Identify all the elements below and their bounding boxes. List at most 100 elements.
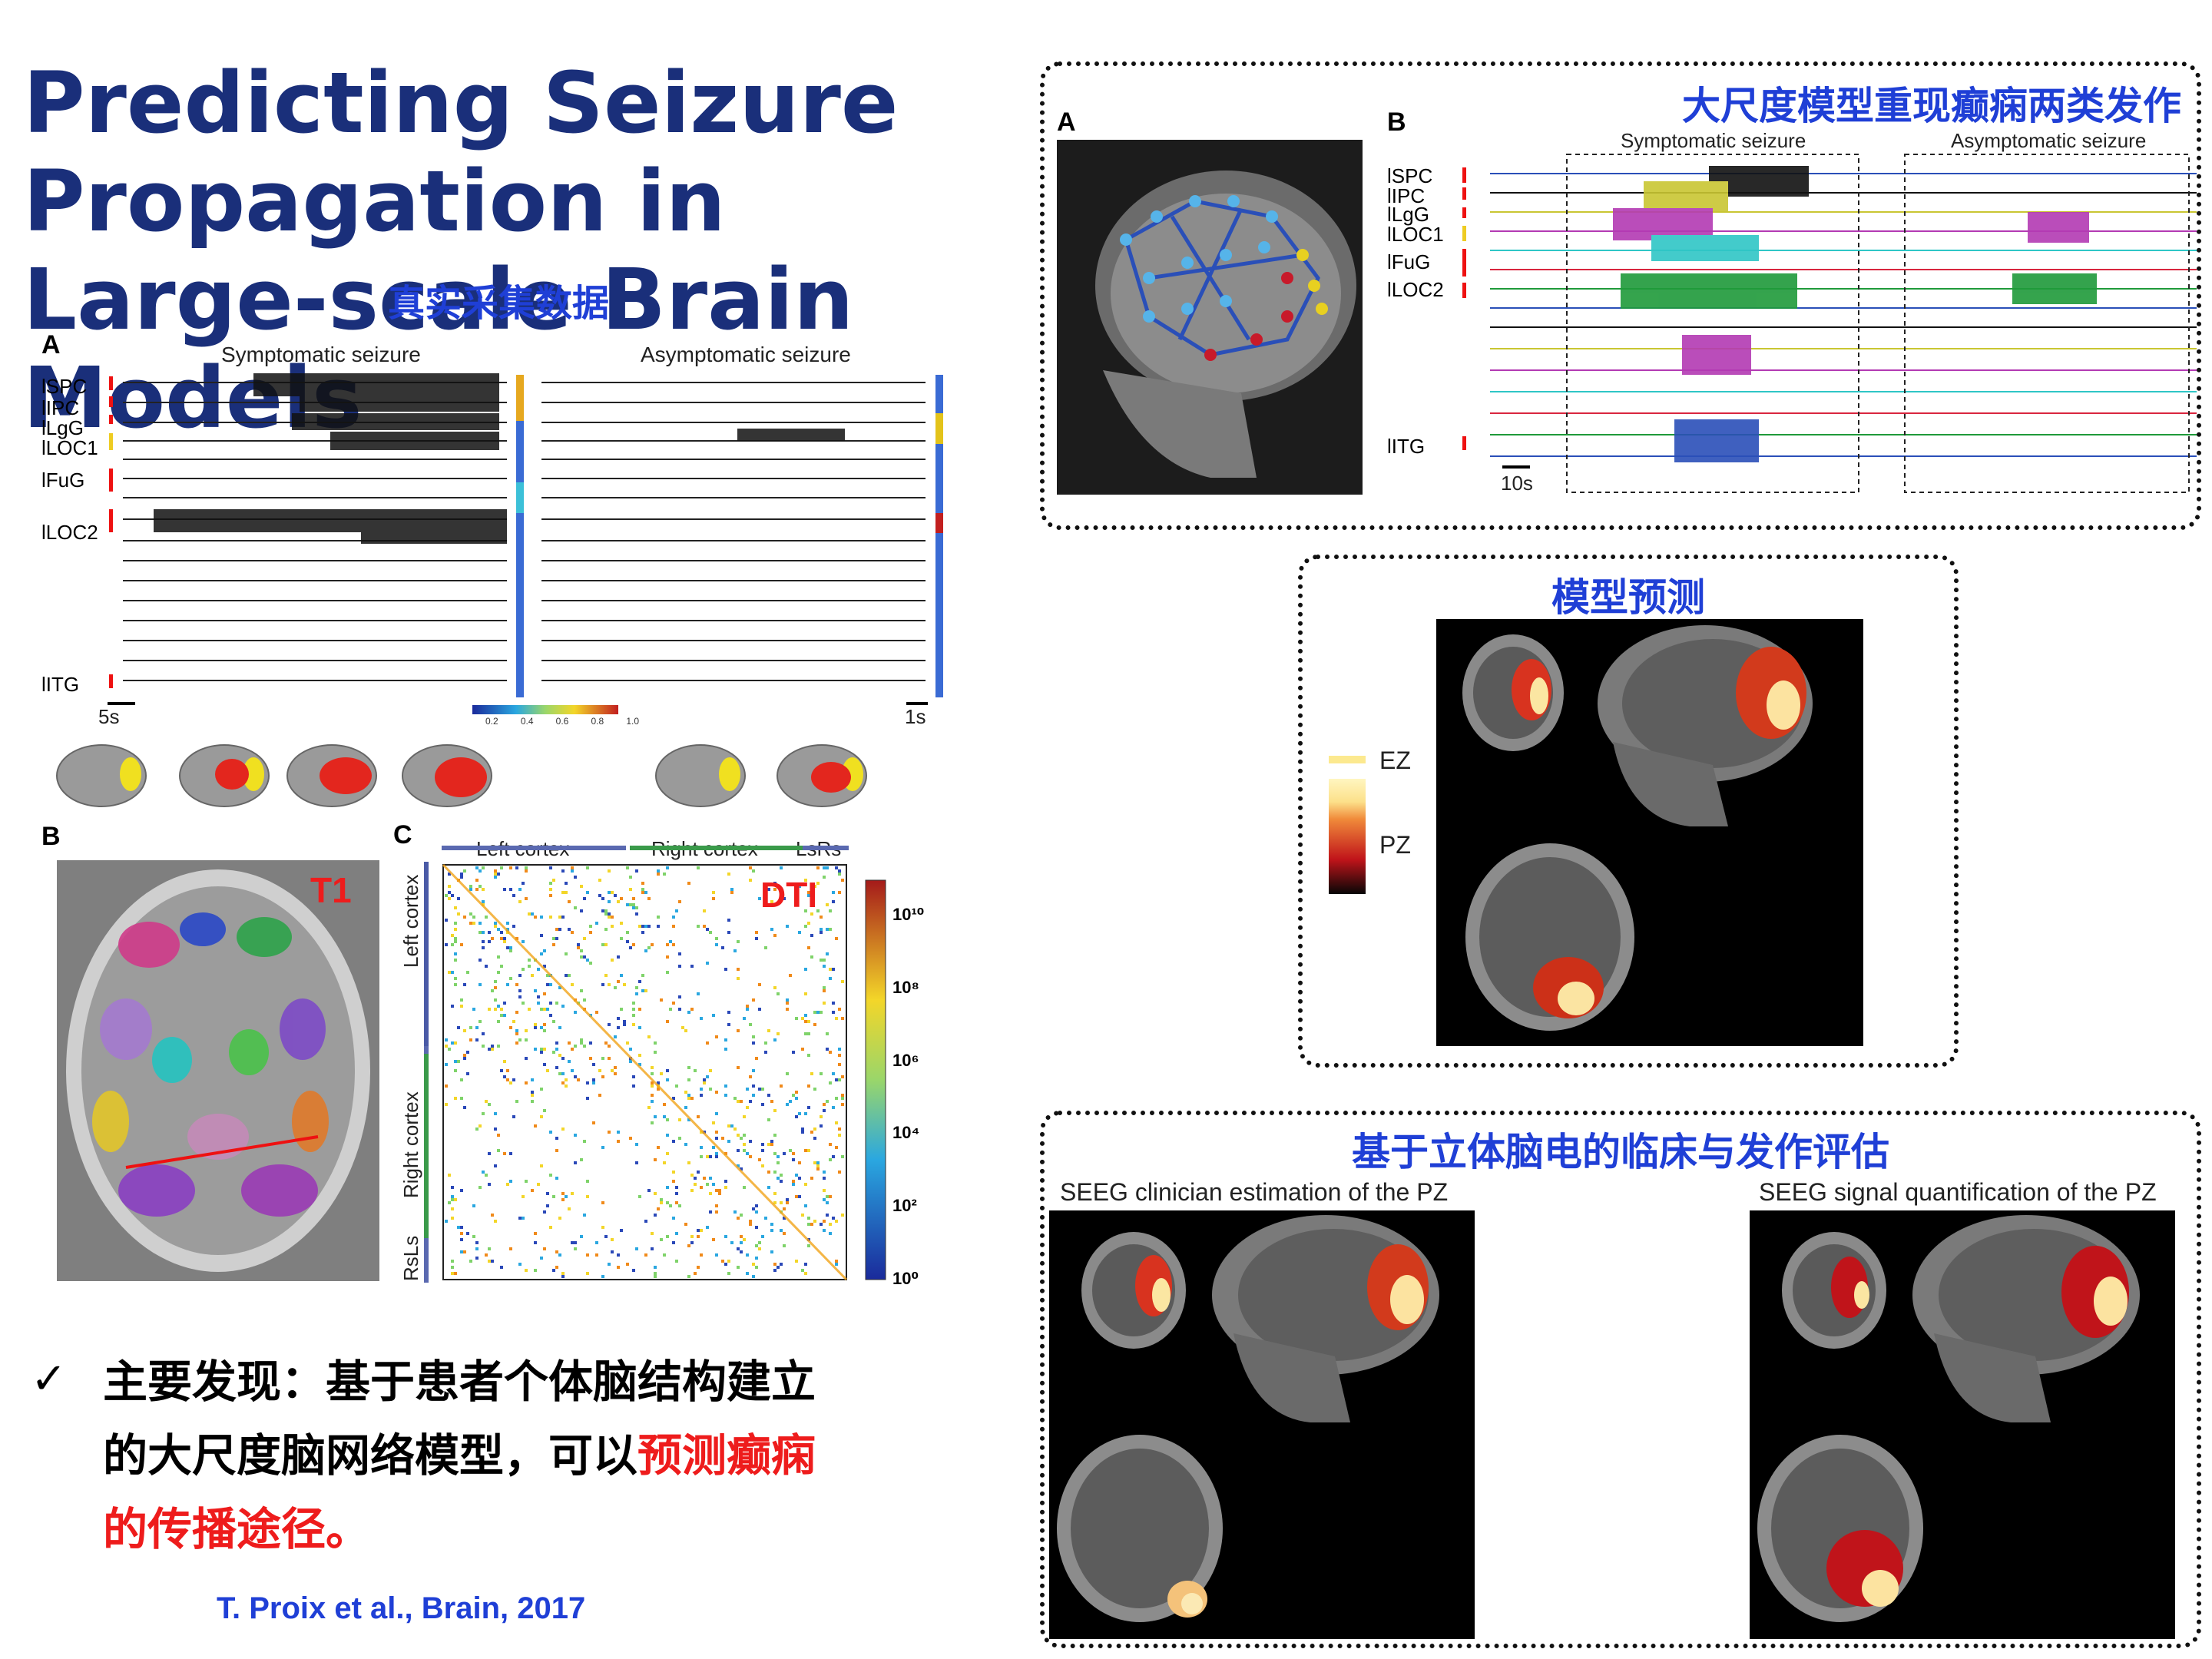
matrix-cell [463, 983, 466, 986]
matrix-cell [586, 1195, 589, 1198]
matrix-cell [681, 1026, 684, 1029]
matrix-cell [838, 891, 841, 894]
matrix-cell [764, 1051, 767, 1054]
matrix-cell [743, 1134, 746, 1137]
matrix-cell [491, 1048, 494, 1051]
matrix-cell [463, 1054, 466, 1057]
matrix-cell [721, 1260, 724, 1263]
matrix-cell [478, 959, 482, 962]
matrix-cell [694, 1069, 697, 1072]
matrix-cell [675, 1084, 678, 1088]
matrix-cell [528, 912, 531, 916]
matrix-cell [460, 1189, 463, 1192]
matrix-cell [528, 959, 531, 962]
matrix-cell [832, 1072, 835, 1075]
matrix-cell [626, 903, 629, 906]
matrix-cell [454, 922, 457, 925]
matrix-cell [647, 1106, 651, 1109]
matrix-cell [451, 1198, 454, 1201]
matrix-cell [687, 1011, 690, 1014]
matrix-cell [740, 1214, 743, 1217]
sim-eeg-traces [1462, 154, 2197, 493]
matrix-cell [826, 1048, 829, 1051]
matrix-cell [820, 1124, 823, 1128]
matrix-cell [509, 1026, 512, 1029]
matrix-cell [472, 1204, 475, 1207]
matrix-cell [816, 882, 820, 885]
matrix-cell [509, 949, 512, 952]
matrix-cell [841, 1097, 844, 1100]
matrix-cell [752, 1094, 755, 1097]
matrix-cell [491, 1045, 494, 1048]
matrix-cell [515, 1011, 518, 1014]
matrix-cell [611, 1069, 614, 1072]
colorbar-tick: 0.2 [485, 716, 498, 727]
matrix-cell [826, 1214, 829, 1217]
matrix-cell [820, 931, 823, 934]
matrix-cell [549, 1174, 552, 1177]
matrix-cell [506, 946, 509, 949]
matrix-cell [703, 925, 706, 928]
matrix-cell [525, 1029, 528, 1032]
matrix-cell [488, 1048, 491, 1051]
matrix-cell [749, 1075, 752, 1078]
matrix-cell [500, 965, 503, 968]
matrix-cell [491, 989, 494, 992]
sim-asymptomatic-label: Asymptomatic seizure [1951, 129, 2147, 152]
matrix-cell [488, 1103, 491, 1106]
matrix-cell [555, 1149, 558, 1152]
matrix-cell [641, 891, 644, 894]
matrix-cell [460, 1250, 463, 1253]
matrix-cell [571, 983, 574, 986]
matrix-cell [632, 1269, 635, 1272]
matrix-cell [666, 1069, 669, 1072]
matrix-cell [740, 1100, 743, 1103]
matrix-cell [715, 1204, 718, 1207]
matrix-cell [451, 1186, 454, 1189]
matrix-cell [644, 989, 647, 992]
matrix-cell [684, 1091, 687, 1094]
matrix-cell [687, 1118, 690, 1121]
matrix-cell [494, 925, 497, 928]
matrix-cell [601, 1057, 604, 1060]
colorbar-tick: 0.6 [555, 716, 569, 727]
matrix-cell [561, 1128, 565, 1131]
matrix-cell [657, 1081, 660, 1084]
matrix-cell [540, 1051, 543, 1054]
matrix-cell [611, 959, 614, 962]
matrix-cell [506, 983, 509, 986]
left-channel-label: lLOC2 [41, 521, 98, 544]
matrix-cell [472, 922, 475, 925]
matrix-cell [580, 1038, 583, 1041]
matrix-cell [626, 1263, 629, 1266]
matrix-cell [531, 1091, 534, 1094]
matrix-cell [724, 1094, 727, 1097]
matrix-cell [472, 1008, 475, 1011]
matrix-cell [549, 894, 552, 897]
matrix-cell [758, 897, 761, 900]
matrix-cell [571, 866, 574, 869]
matrix-cell [580, 1041, 583, 1045]
matrix-cell [727, 1023, 730, 1026]
matrix-cell [445, 1045, 448, 1048]
check-icon: ✓ [31, 1354, 67, 1402]
matrix-cell [632, 1008, 635, 1011]
matrix-cell [632, 1023, 635, 1026]
matrix-cell [475, 888, 478, 891]
matrix-cell [515, 1032, 518, 1035]
matrix-cell [789, 1149, 792, 1152]
matrix-cell [463, 1029, 466, 1032]
matrix-cell [497, 1005, 500, 1008]
sim-channel-label: lLOC2 [1387, 278, 1444, 301]
matrix-cell [629, 946, 632, 949]
matrix-cell [820, 1223, 823, 1226]
matrix-cell [512, 925, 515, 928]
matrix-cell [724, 1186, 727, 1189]
matrix-cell [549, 882, 552, 885]
matrix-cell [485, 1100, 488, 1103]
matrix-cell [629, 903, 632, 906]
matrix-cell [798, 1161, 801, 1164]
matrix-cell [823, 1177, 826, 1180]
matrix-cell [770, 1229, 773, 1232]
matrix-cell [687, 1094, 690, 1097]
